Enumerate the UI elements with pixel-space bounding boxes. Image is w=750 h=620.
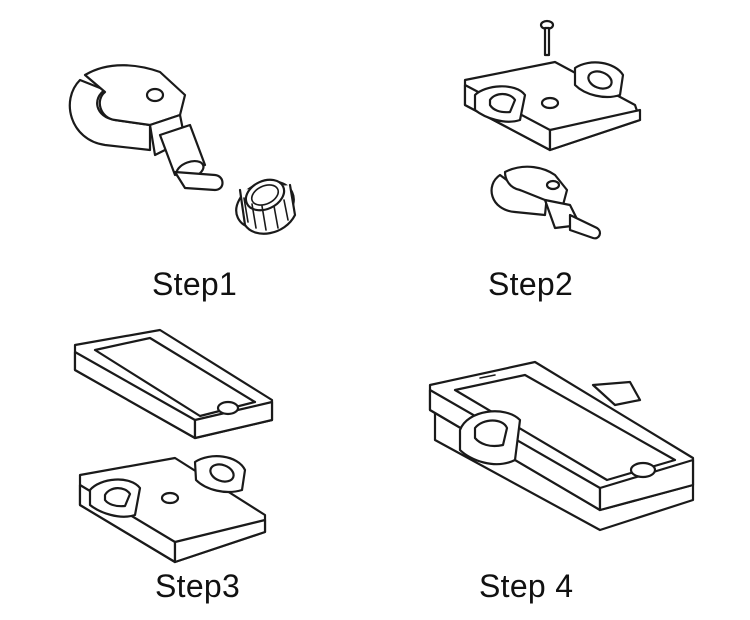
step-1-label: Step1 [152,266,238,302]
step-3-label: Step3 [155,568,241,604]
step-3-illustration [73,328,274,564]
step-4-label: Step 4 [479,568,574,604]
step-3-panel: Step3 [0,310,375,620]
step-2-label: Step2 [488,266,574,302]
step-1-illustration [68,64,297,235]
step-1-panel: Step1 [0,0,375,310]
step-4-panel: Step 4 [375,310,750,620]
step-4-illustration [428,360,695,532]
step-2-panel: Step2 [375,0,750,310]
step-2-illustration [463,19,642,240]
